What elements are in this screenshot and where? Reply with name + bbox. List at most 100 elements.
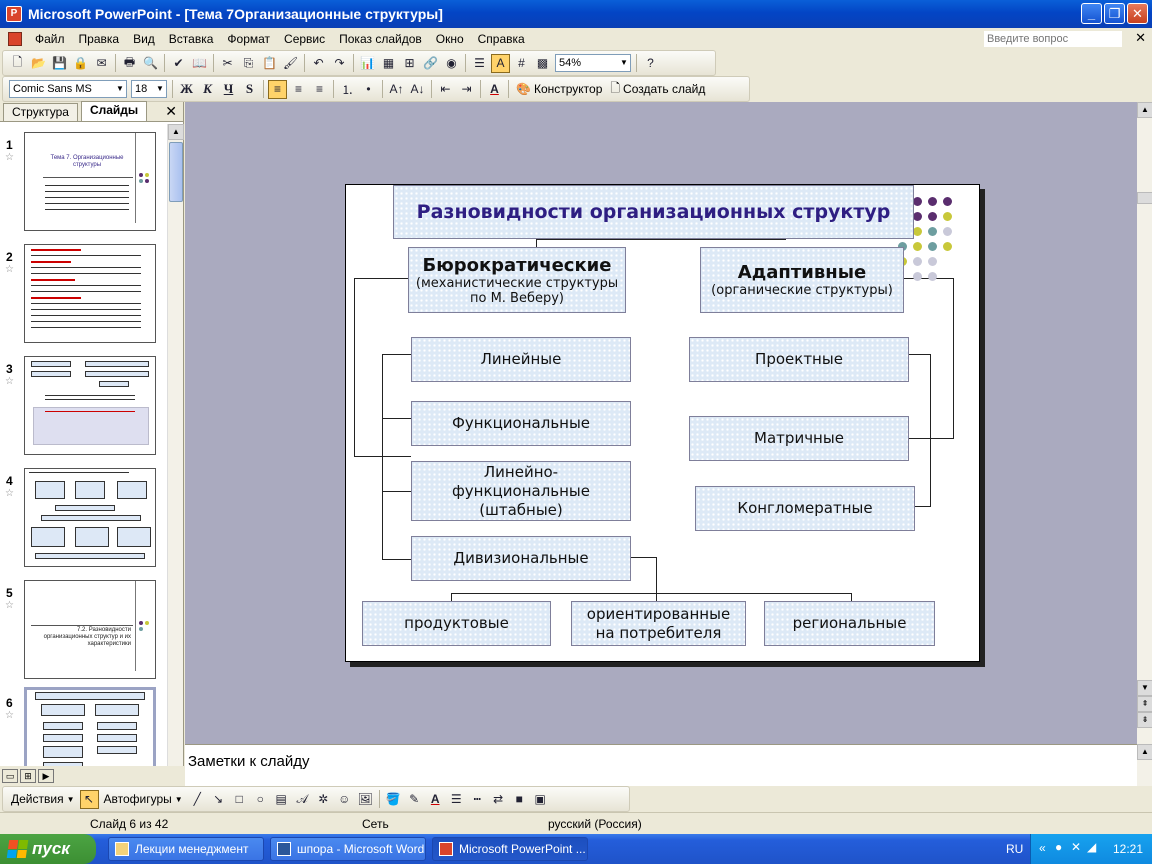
paste-icon[interactable]: 📋 [262, 56, 277, 70]
email-icon[interactable]: ✉ [96, 56, 107, 70]
language-indicator[interactable]: RU [1006, 842, 1024, 856]
arrow-icon[interactable]: ↘ [213, 792, 224, 806]
regional-box[interactable]: региональные [764, 601, 935, 646]
undo-icon[interactable]: ↶ [313, 56, 324, 70]
slides-scrollbar[interactable]: ▲ [167, 124, 184, 766]
design-button[interactable]: 🎨 Конструктор [512, 82, 606, 96]
shadow-button[interactable]: S [245, 81, 254, 96]
tab-outline[interactable]: Структура [3, 103, 78, 121]
rectangle-icon[interactable]: □ [235, 792, 243, 806]
taskbar-item-folder[interactable]: Лекции менеджмент [108, 837, 264, 861]
cut-icon[interactable]: ✂ [222, 56, 233, 70]
save-icon[interactable]: 💾 [52, 56, 67, 70]
linear-functional-box[interactable]: Линейно-функциональные (штабные) [411, 461, 631, 521]
matrix-box[interactable]: Матричные [689, 416, 909, 461]
print-icon[interactable]: 🖶 [123, 54, 136, 69]
scroll-up-icon[interactable]: ▲ [1137, 102, 1152, 118]
decrease-font-icon[interactable]: A↓ [410, 82, 425, 96]
menu-insert[interactable]: Вставка [168, 32, 214, 46]
taskbar-item-powerpoint[interactable]: Microsoft PowerPoint ... [432, 837, 588, 861]
diagram-icon[interactable]: ✲ [318, 792, 329, 806]
line-color-icon[interactable]: ✎ [409, 792, 420, 806]
format-painter-icon[interactable]: 🖌 [282, 56, 299, 70]
new-icon[interactable]: 🗋 [12, 54, 23, 69]
autoshapes-menu[interactable]: Автофигуры ▼ [100, 792, 187, 806]
tray-arrow-icon[interactable]: « [1039, 841, 1046, 855]
research-icon[interactable]: 📖 [192, 56, 207, 70]
show-grid-icon[interactable]: # [518, 56, 525, 70]
scrollbar-thumb[interactable] [1137, 192, 1152, 204]
conglomerate-box[interactable]: Конгломератные [695, 486, 915, 531]
print-preview-icon[interactable]: 🔍 [143, 56, 158, 70]
slide-thumbnail-5[interactable]: 7.2. Разновидности организационных струк… [24, 580, 156, 679]
line-style-icon[interactable]: ☰ [450, 792, 462, 806]
next-slide-icon[interactable]: ⇟ [1137, 712, 1152, 728]
slide-sorter-icon[interactable]: ⊞ [20, 769, 36, 783]
3d-style-icon[interactable]: ▣ [534, 792, 546, 806]
doc-close-icon[interactable]: ✕ [1135, 30, 1146, 45]
scrollbar-thumb[interactable] [169, 142, 183, 202]
font-color-icon[interactable]: A [490, 82, 499, 96]
fill-color-icon[interactable]: 🪣 [385, 792, 401, 806]
new-slide-button[interactable]: 🗋 Создать слайд [606, 79, 709, 100]
product-box[interactable]: продуктовые [362, 601, 551, 646]
scroll-down-icon[interactable]: ▼ [1137, 680, 1152, 696]
document-icon[interactable] [8, 32, 22, 46]
menu-help[interactable]: Справка [477, 32, 525, 46]
slide-thumbnail-1[interactable]: Тема 7. Организационные структуры [24, 132, 156, 231]
slide-thumbnail-4[interactable] [24, 468, 156, 567]
dash-style-icon[interactable]: ┅ [473, 792, 481, 806]
shadow-style-icon[interactable]: ■ [515, 792, 523, 806]
slide-thumbnail-2[interactable] [24, 244, 156, 343]
select-objects-icon[interactable]: ↖ [79, 789, 99, 809]
minimize-button[interactable]: _ [1081, 3, 1102, 24]
linear-box[interactable]: Линейные [411, 337, 631, 382]
bold-button[interactable]: Ж [180, 81, 193, 96]
bullets-icon[interactable]: • [366, 82, 371, 96]
zoom-select[interactable]: 54% ▼ [555, 54, 631, 72]
align-left-icon[interactable]: ≡ [268, 79, 287, 99]
insert-hyperlink-icon[interactable]: 🔗 [423, 56, 438, 70]
increase-indent-icon[interactable]: ⇥ [461, 82, 472, 96]
clock[interactable]: 12:21 [1113, 842, 1144, 856]
clipart-icon[interactable]: ☺ [338, 792, 351, 806]
redo-icon[interactable]: ↷ [334, 56, 345, 70]
normal-view-icon[interactable]: ▭ [2, 769, 18, 783]
tab-slides[interactable]: Слайды [80, 101, 148, 121]
slide-thumbnail-3[interactable] [24, 356, 156, 455]
align-right-icon[interactable]: ≡ [315, 82, 323, 96]
menu-format[interactable]: Формат [227, 32, 271, 46]
close-button[interactable]: ✕ [1127, 3, 1148, 24]
adaptive-box[interactable]: Адаптивные (органические структуры) [700, 247, 904, 313]
increase-font-icon[interactable]: A↑ [389, 82, 404, 96]
italic-button[interactable]: К [203, 81, 212, 96]
powerpoint-app-icon[interactable]: P [6, 6, 22, 22]
network-icon[interactable]: ✕ [1071, 840, 1082, 854]
menu-tools[interactable]: Сервис [284, 32, 326, 46]
arrow-style-icon[interactable]: ⇄ [493, 792, 504, 806]
antivirus-icon[interactable]: ● [1055, 840, 1063, 854]
font-color-icon[interactable]: A [430, 792, 440, 806]
notes-scrollbar[interactable]: ▲ [1137, 744, 1152, 786]
oval-icon[interactable]: ○ [256, 792, 264, 806]
underline-button[interactable]: Ч [223, 81, 234, 96]
pane-close-icon[interactable]: ✕ [165, 103, 177, 119]
align-center-icon[interactable]: ≡ [294, 82, 302, 96]
permission-icon[interactable]: 🔒 [73, 56, 88, 70]
expand-all-icon[interactable]: ☰ [474, 56, 485, 70]
bureaucratic-box[interactable]: Бюрократические (механистические структу… [408, 247, 626, 313]
insert-chart-icon[interactable]: 📊 [360, 56, 375, 70]
scroll-up-icon[interactable]: ▲ [168, 124, 184, 140]
start-button[interactable]: пуск [0, 834, 96, 864]
tables-borders-icon[interactable]: ⊞ [404, 56, 415, 70]
spelling-icon[interactable]: ✔ [173, 56, 184, 70]
slideshow-icon[interactable]: ▶ [38, 769, 54, 783]
show-formatting-icon[interactable]: A [491, 53, 510, 73]
help-search-input[interactable] [984, 31, 1122, 47]
wordart-icon[interactable]: 𝒜 [296, 791, 308, 806]
picture-icon[interactable]: 🖼 [357, 792, 373, 806]
scroll-up-icon[interactable]: ▲ [1137, 744, 1152, 760]
divisional-box[interactable]: Дивизиональные [411, 536, 631, 581]
previous-slide-icon[interactable]: ⇞ [1137, 696, 1152, 712]
line-icon[interactable]: ╱ [193, 792, 201, 806]
